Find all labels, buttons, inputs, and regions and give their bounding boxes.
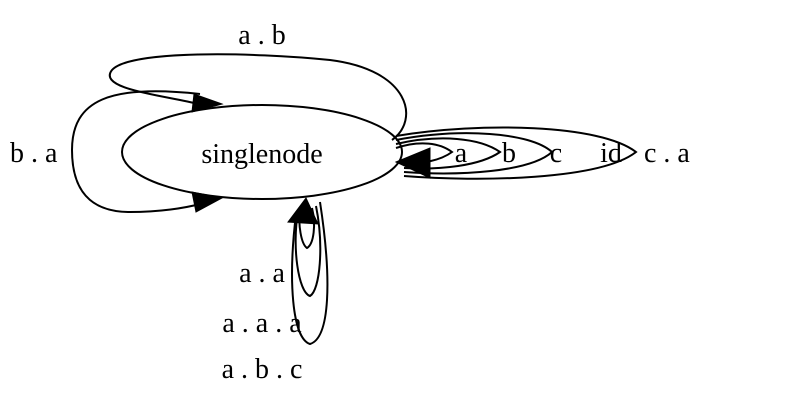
arrowhead-b-a	[191, 191, 224, 213]
arrowhead-right-loops	[394, 147, 431, 179]
edge-loop-a-b-c	[291, 201, 329, 346]
edge-label-b: b	[502, 138, 516, 169]
edge-loop-c	[395, 132, 554, 175]
edge-loop-b	[395, 137, 502, 170]
edge-label-b-a: b . a	[10, 138, 58, 169]
arrowhead-bottom-loops	[287, 197, 319, 225]
edge-label-a-b-c: a . b . c	[222, 354, 303, 385]
edge-label-a-a-a: a . a . a	[222, 308, 302, 339]
edge-loop-b-a	[70, 90, 201, 214]
edge-label-a-b: a . b	[238, 20, 285, 51]
node-singlenode[interactable]	[121, 104, 403, 200]
edge-label-id: id	[600, 138, 622, 169]
arrowhead-a-b	[191, 93, 224, 113]
edge-loop-id	[395, 126, 638, 180]
edge-label-c-a: c . a	[644, 138, 690, 169]
edge-label-c: c	[550, 138, 562, 169]
edge-loop-a-b	[108, 53, 408, 141]
edge-loop-a-a-a	[294, 205, 322, 298]
edge-label-a-a: a . a	[239, 258, 285, 289]
edge-label-a: a	[455, 138, 468, 169]
node-label: singlenode	[201, 139, 322, 170]
